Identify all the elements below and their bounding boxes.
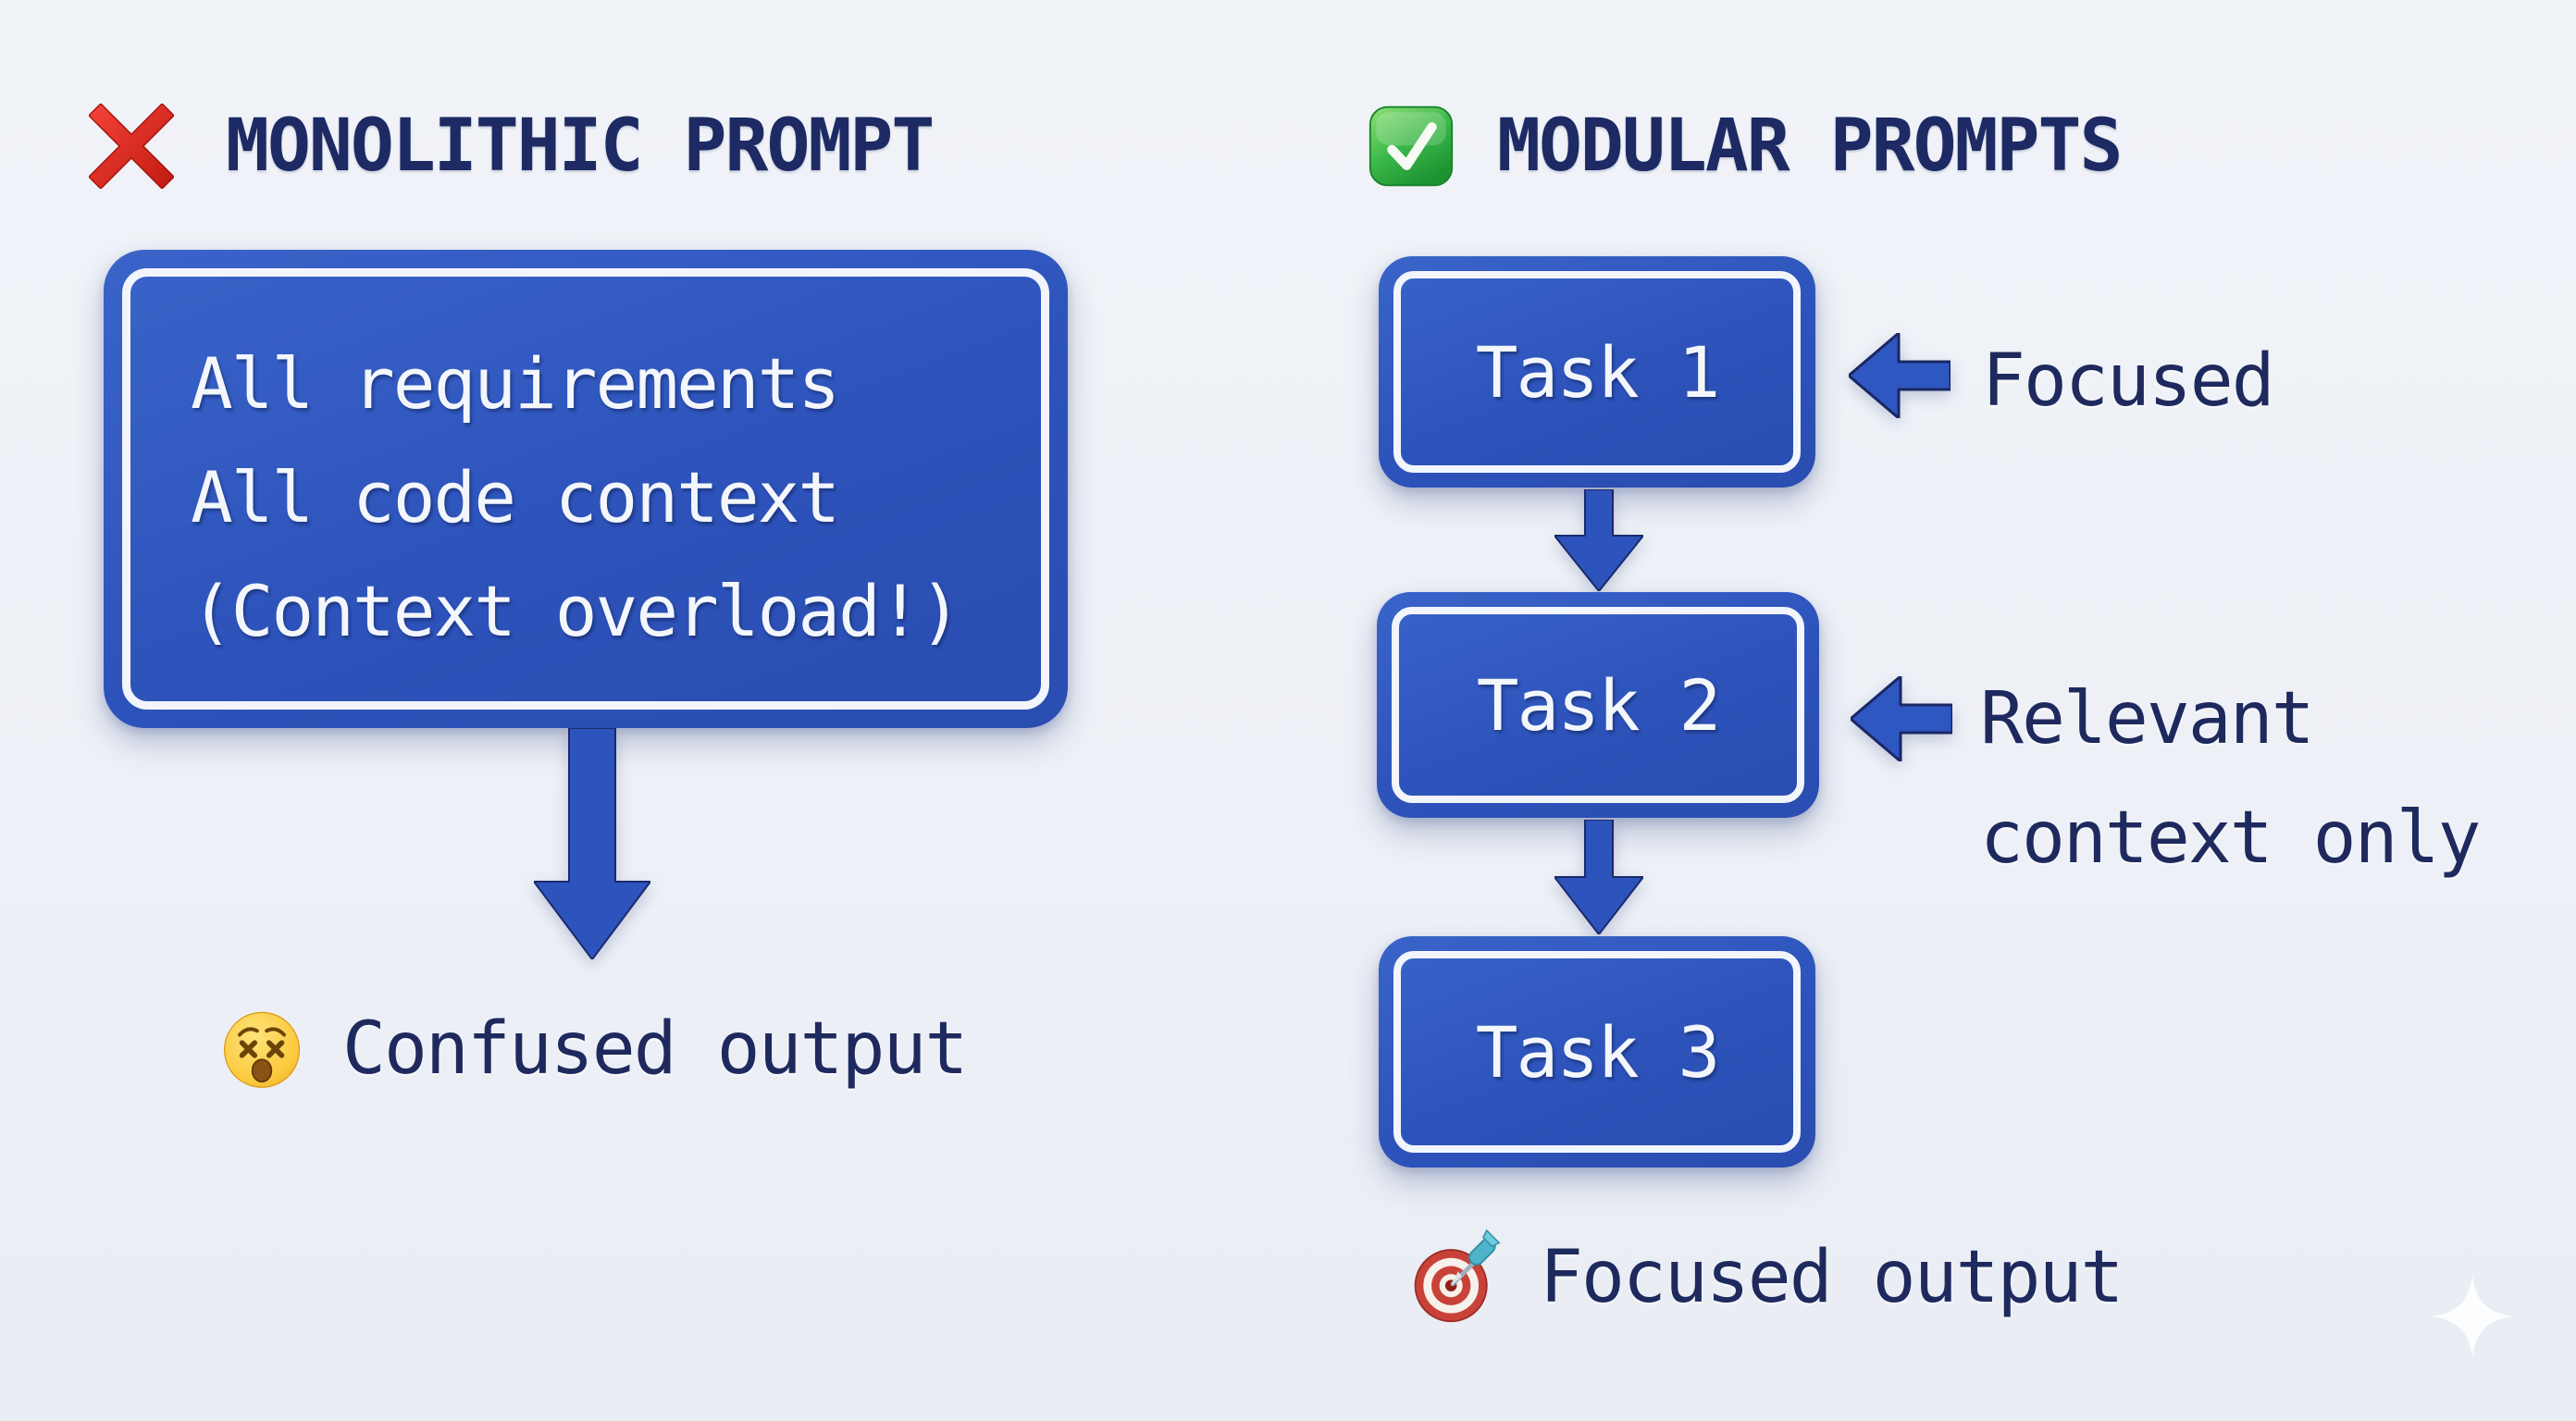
annotation-line-2: context only (1980, 797, 2482, 880)
box-line-3: (Context overload!) (191, 570, 961, 652)
task-3-box: Task 3 (1379, 936, 1815, 1168)
modular-title-row: MODULAR PROMPTS (1368, 104, 2123, 189)
focused-output-label: Focused output (1540, 1236, 2124, 1319)
dart-target-emoji (1414, 1229, 1501, 1323)
annotation-line-1: Relevant (1980, 677, 2315, 760)
down-arrow-icon (534, 728, 650, 959)
modular-title: MODULAR PROMPTS (1497, 105, 2123, 188)
monolithic-box-text: All requirements All code context (Conte… (191, 327, 961, 668)
task-2-box: Task 2 (1377, 592, 1819, 818)
task-3-label: Task 3 (1475, 1010, 1721, 1094)
dizzy-face-emoji (223, 1011, 301, 1088)
task-1-box: Task 1 (1379, 256, 1815, 488)
monolithic-title: MONOLITHIC PROMPT (226, 105, 935, 188)
monolithic-title-row: MONOLITHIC PROMPT (89, 104, 935, 189)
down-arrow-icon (1554, 489, 1643, 591)
green-check-icon (1368, 105, 1454, 187)
red-cross-icon (89, 104, 174, 189)
focused-annotation: Focused (1982, 340, 2275, 423)
focused-output-row: Focused output (1406, 1229, 2124, 1327)
down-arrow-icon (1554, 820, 1643, 934)
task-1-label: Task 1 (1475, 330, 1721, 414)
confused-output-label: Confused output (342, 1007, 968, 1091)
left-arrow-icon (1849, 333, 1951, 418)
confused-output-row: Confused output (222, 1007, 968, 1091)
left-arrow-icon (1851, 676, 1952, 761)
relevant-context-annotation: Relevant context only (1980, 660, 2482, 898)
task-2-label: Task 2 (1476, 663, 1722, 747)
box-line-2: All code context (191, 456, 840, 538)
monolithic-prompt-box: All requirements All code context (Conte… (104, 250, 1068, 728)
sparkle-icon (2432, 1276, 2513, 1357)
box-line-1: All requirements (191, 342, 840, 425)
